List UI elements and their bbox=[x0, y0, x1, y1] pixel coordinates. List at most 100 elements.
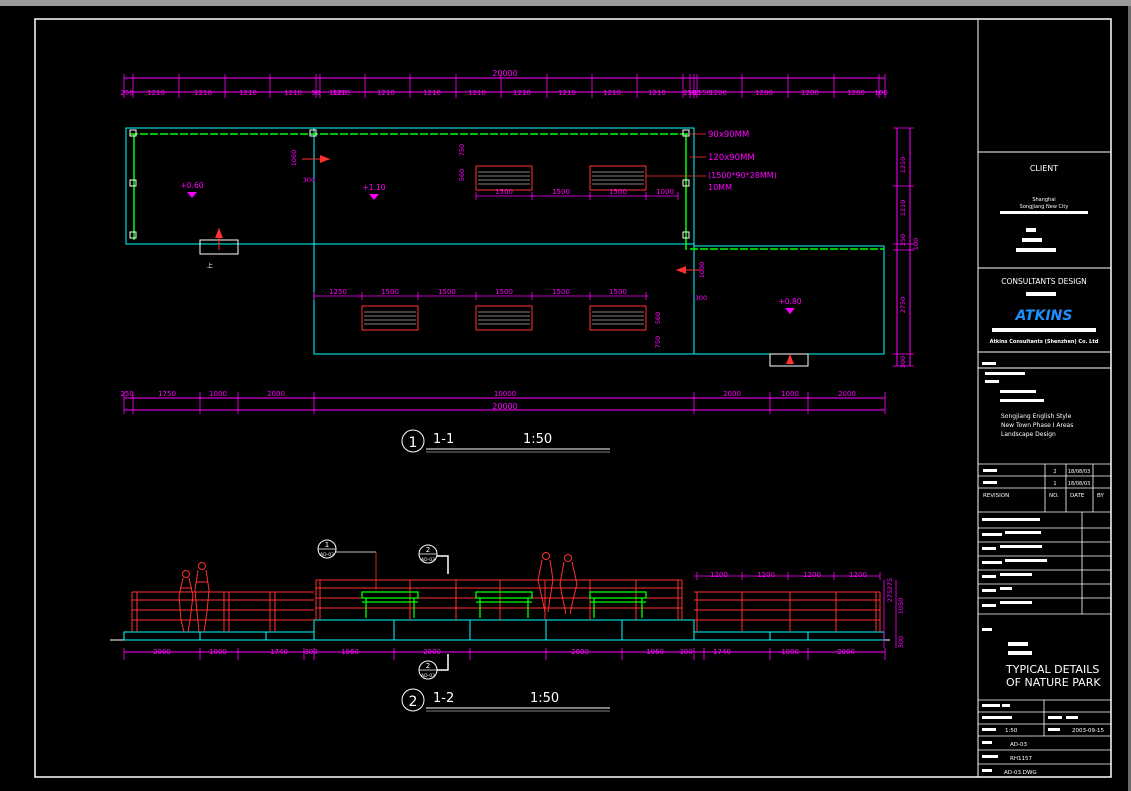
top-dim-label: 1200 bbox=[709, 89, 727, 97]
tb-project-label-cn bbox=[985, 380, 999, 383]
bench-plan-group-lower bbox=[361, 305, 647, 331]
level-value: +0.80 bbox=[779, 297, 802, 306]
deck-base-center bbox=[313, 619, 695, 641]
tb-consultants-label: CONSULTANTS DESIGN bbox=[1001, 277, 1087, 286]
detail-bubble-2-number: 2 bbox=[426, 546, 430, 554]
small-dim-label: 300 bbox=[303, 176, 315, 184]
top-dim-label: 1210 bbox=[194, 89, 212, 97]
title-block: CLIENT Shanghai Songjiang New City CONSU… bbox=[978, 151, 1111, 776]
top-dim-label: 100 bbox=[874, 89, 887, 97]
top-dim-label: 1210 bbox=[558, 89, 576, 97]
elev-bottom-dim-label: 2000 bbox=[571, 648, 589, 656]
tb-drawing-label bbox=[982, 628, 992, 631]
top-dim-label: 1210 bbox=[284, 89, 302, 97]
tb-drawing-title-2: OF NATURE PARK bbox=[1006, 676, 1101, 689]
deck-base-right bbox=[693, 631, 885, 641]
tb-consultants-cn bbox=[1026, 292, 1056, 296]
tb-client-city: Shanghai bbox=[1032, 197, 1055, 203]
tb-brand-logo: ATKINS bbox=[1015, 308, 1073, 324]
railing-right bbox=[694, 591, 881, 632]
elev-bottom-dim-label: 1960 bbox=[341, 648, 359, 656]
bottom-dim-label: 1000 bbox=[209, 390, 227, 398]
elev-side-dim-label: 300 bbox=[897, 636, 905, 648]
tb-signoff-grid bbox=[978, 512, 1111, 615]
top-dim-label: 1200 bbox=[755, 89, 773, 97]
deck-base-center-panels bbox=[393, 620, 623, 640]
tb-brand-cn bbox=[992, 328, 1096, 332]
callout-post-size: 90x90MM bbox=[708, 130, 749, 140]
side-dim-label: 1210 bbox=[899, 157, 907, 174]
elev-top-dim-label: 1200 bbox=[849, 571, 867, 579]
bench-dim-label: 1500 bbox=[381, 288, 399, 296]
section-cut-marker-top bbox=[437, 555, 449, 574]
top-dim-label: 1210 bbox=[239, 89, 257, 97]
plan-title-bubble bbox=[401, 429, 425, 453]
overall-dim-bottom: 20000 bbox=[492, 402, 517, 411]
elev-title-number: 2 bbox=[409, 694, 418, 710]
tb-project-cn-1 bbox=[1000, 390, 1036, 393]
top-dim-label: 1210 bbox=[468, 89, 486, 97]
top-dim-label: 1150 bbox=[693, 89, 711, 97]
tb-rev-row-1-desc bbox=[983, 469, 997, 472]
bench-dim-label: 1500 bbox=[609, 288, 627, 296]
small-dim-label: 1000 bbox=[698, 262, 706, 279]
deck-base-left-step bbox=[199, 631, 267, 641]
bottom-dim-label: 250 bbox=[120, 390, 133, 398]
bottom-dim-label: 10000 bbox=[494, 390, 516, 398]
window-scrollbar[interactable] bbox=[1128, 6, 1131, 791]
elev-title-code: 1-2 bbox=[433, 691, 454, 706]
elev-title-scale: 1:50 bbox=[530, 691, 559, 706]
small-dim-label: 560 bbox=[654, 312, 662, 324]
small-dim-label: 750 bbox=[458, 144, 466, 156]
bottom-dim-label: 2000 bbox=[267, 390, 285, 398]
tb-info-grid bbox=[978, 699, 1111, 765]
detail-bubble-1-number: 1 bbox=[325, 541, 329, 549]
level-marker-icon bbox=[187, 192, 197, 198]
top-dim-label: 1210 bbox=[513, 89, 531, 97]
top-dim-label: 1200 bbox=[801, 89, 819, 97]
tb-rev-row-2-no: 1 bbox=[1053, 481, 1056, 487]
level-value: +0.60 bbox=[181, 181, 204, 190]
callout-beam-size: 120x90MM bbox=[708, 153, 755, 163]
top-dim-label: 1120 bbox=[329, 89, 347, 97]
bench-dim-label: 1500 bbox=[495, 288, 513, 296]
top-dim-label: 1210 bbox=[648, 89, 666, 97]
deck-upper-outline bbox=[125, 127, 695, 245]
bottom-dim-label: 2000 bbox=[838, 390, 856, 398]
bottom-dim-label: 1750 bbox=[158, 390, 176, 398]
tb-client-bar bbox=[1000, 211, 1088, 214]
tb-client-label: CLIENT bbox=[1030, 164, 1058, 173]
bench-dim-label: 1500 bbox=[609, 188, 627, 196]
plan-title-scale: 1:50 bbox=[523, 432, 552, 447]
side-dim-label: 100 bbox=[912, 238, 920, 250]
bench-dim-label: 1500 bbox=[552, 288, 570, 296]
plan-title-code: 1-1 bbox=[433, 432, 454, 447]
small-dim-label: 560 bbox=[458, 169, 466, 181]
tb-drawing-cn-2 bbox=[1008, 651, 1032, 655]
level-marker-icon bbox=[785, 308, 795, 314]
elev-side-dim-label: 275 bbox=[886, 578, 894, 590]
elev-title-bubble bbox=[401, 688, 425, 712]
side-dim-label: 300 bbox=[899, 356, 907, 368]
step-plan-right bbox=[769, 353, 809, 367]
plan-title-number: 1 bbox=[409, 435, 418, 451]
tb-project-en-2: New Town Phase I Areas bbox=[1001, 422, 1073, 429]
detail-bubble-1-sheet: AD-03 bbox=[320, 552, 334, 558]
bench-dim-label: 1250 bbox=[329, 288, 347, 296]
bench-dim-label: 1000 bbox=[656, 188, 674, 196]
up-arrow-right bbox=[786, 354, 794, 364]
top-dim-label: 1210 bbox=[423, 89, 441, 97]
elev-side-dim-label: 1050 bbox=[897, 598, 905, 615]
deck-base-right-step bbox=[769, 631, 809, 641]
tb-client-cn-3 bbox=[1016, 248, 1056, 252]
elev-bottom-dim-label: 1000 bbox=[209, 648, 227, 656]
side-dim-label: 1210 bbox=[899, 200, 907, 217]
elev-bottom-dim-label: 2000 bbox=[153, 648, 171, 656]
